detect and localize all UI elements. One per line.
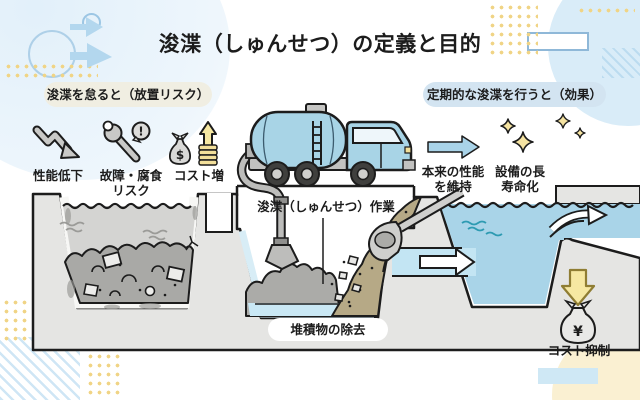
label-line: を維持 bbox=[434, 179, 472, 194]
decor-dots-bottom-left-a bbox=[2, 298, 30, 344]
gray-sediment-mound bbox=[245, 262, 341, 317]
excavator-bucket bbox=[368, 187, 465, 262]
label-line: 設備の長 bbox=[494, 164, 545, 179]
label-equipment-longevity: 設備の長 寿命化 bbox=[486, 164, 554, 194]
water-surface-line bbox=[62, 202, 192, 210]
decor-stripes-top-right bbox=[602, 48, 640, 78]
label-line: 本来の性能 bbox=[421, 164, 485, 179]
clean-water-ripples bbox=[461, 220, 503, 237]
blue-right-arrow-icon bbox=[427, 135, 480, 159]
decor-dots-title-right bbox=[577, 6, 635, 15]
falling-debris bbox=[330, 255, 362, 304]
neglected-basin bbox=[59, 193, 233, 310]
label-dredging-work: 浚渫（しゅんせつ）作業 bbox=[257, 199, 395, 214]
decor-bar-bottom-right bbox=[538, 368, 598, 384]
flow-right-arrow bbox=[419, 247, 476, 277]
water-surface-line bbox=[440, 201, 634, 209]
sediment-debris bbox=[83, 235, 199, 297]
yen-symbol: ¥ bbox=[573, 324, 583, 340]
effect-header-pill: 定期的な浚渫を行うと（効果） bbox=[423, 82, 606, 107]
label-performance-decline: 性能低下 bbox=[32, 168, 83, 183]
sparkles-small-icon bbox=[555, 113, 586, 139]
label-line: リスク bbox=[112, 183, 150, 198]
tank-ladder bbox=[312, 121, 322, 165]
outflow-arrow bbox=[548, 204, 609, 238]
page-title: 浚渫（しゅんせつ）の定義と目的 bbox=[158, 32, 482, 56]
wall-stains bbox=[65, 206, 198, 310]
decline-arrow-icon bbox=[32, 125, 80, 159]
label-line: 故障・腐食 bbox=[99, 168, 163, 183]
decor-dots-bottom-left-b bbox=[86, 352, 122, 398]
label-cost-increase: コスト増 bbox=[173, 168, 224, 183]
sparkles-icon bbox=[500, 118, 534, 153]
neglect-header-pill: 浚渫を怠ると（放置リスク） bbox=[44, 82, 212, 107]
decor-dots-top-left bbox=[4, 62, 98, 79]
outflow-weir-strip bbox=[555, 185, 640, 205]
transfer-channel bbox=[392, 247, 476, 277]
dirty-water-ripples bbox=[59, 221, 168, 241]
alert-bang: ! bbox=[138, 125, 143, 139]
money-bag-up-icon: $ bbox=[168, 121, 218, 166]
suction-hose bbox=[236, 145, 300, 271]
hose-nozzle bbox=[264, 244, 300, 271]
dollar-symbol: $ bbox=[176, 148, 184, 162]
cab-window bbox=[352, 127, 404, 144]
label-sediment-removal-pill: 堆積物の除去 bbox=[268, 318, 388, 341]
decor-dots-top-right bbox=[488, 3, 538, 59]
truck-wheels bbox=[264, 161, 376, 187]
label-failure-corrosion-risk: 故障・腐食 リスク bbox=[95, 168, 167, 198]
decor-arrows-top-left bbox=[70, 17, 112, 68]
label-line: 寿命化 bbox=[501, 179, 539, 194]
clean-water bbox=[440, 204, 564, 304]
outlet-channel bbox=[205, 193, 233, 233]
yen-money-bag-icon: ¥ bbox=[560, 299, 596, 344]
label-cost-control: コスト抑制 bbox=[547, 343, 611, 358]
cost-down-arrow bbox=[560, 268, 596, 307]
label-maintain-performance: 本来の性能 を維持 bbox=[418, 164, 488, 194]
wrench-alert-icon: ! bbox=[102, 120, 151, 163]
vacuum-truck bbox=[245, 103, 416, 187]
